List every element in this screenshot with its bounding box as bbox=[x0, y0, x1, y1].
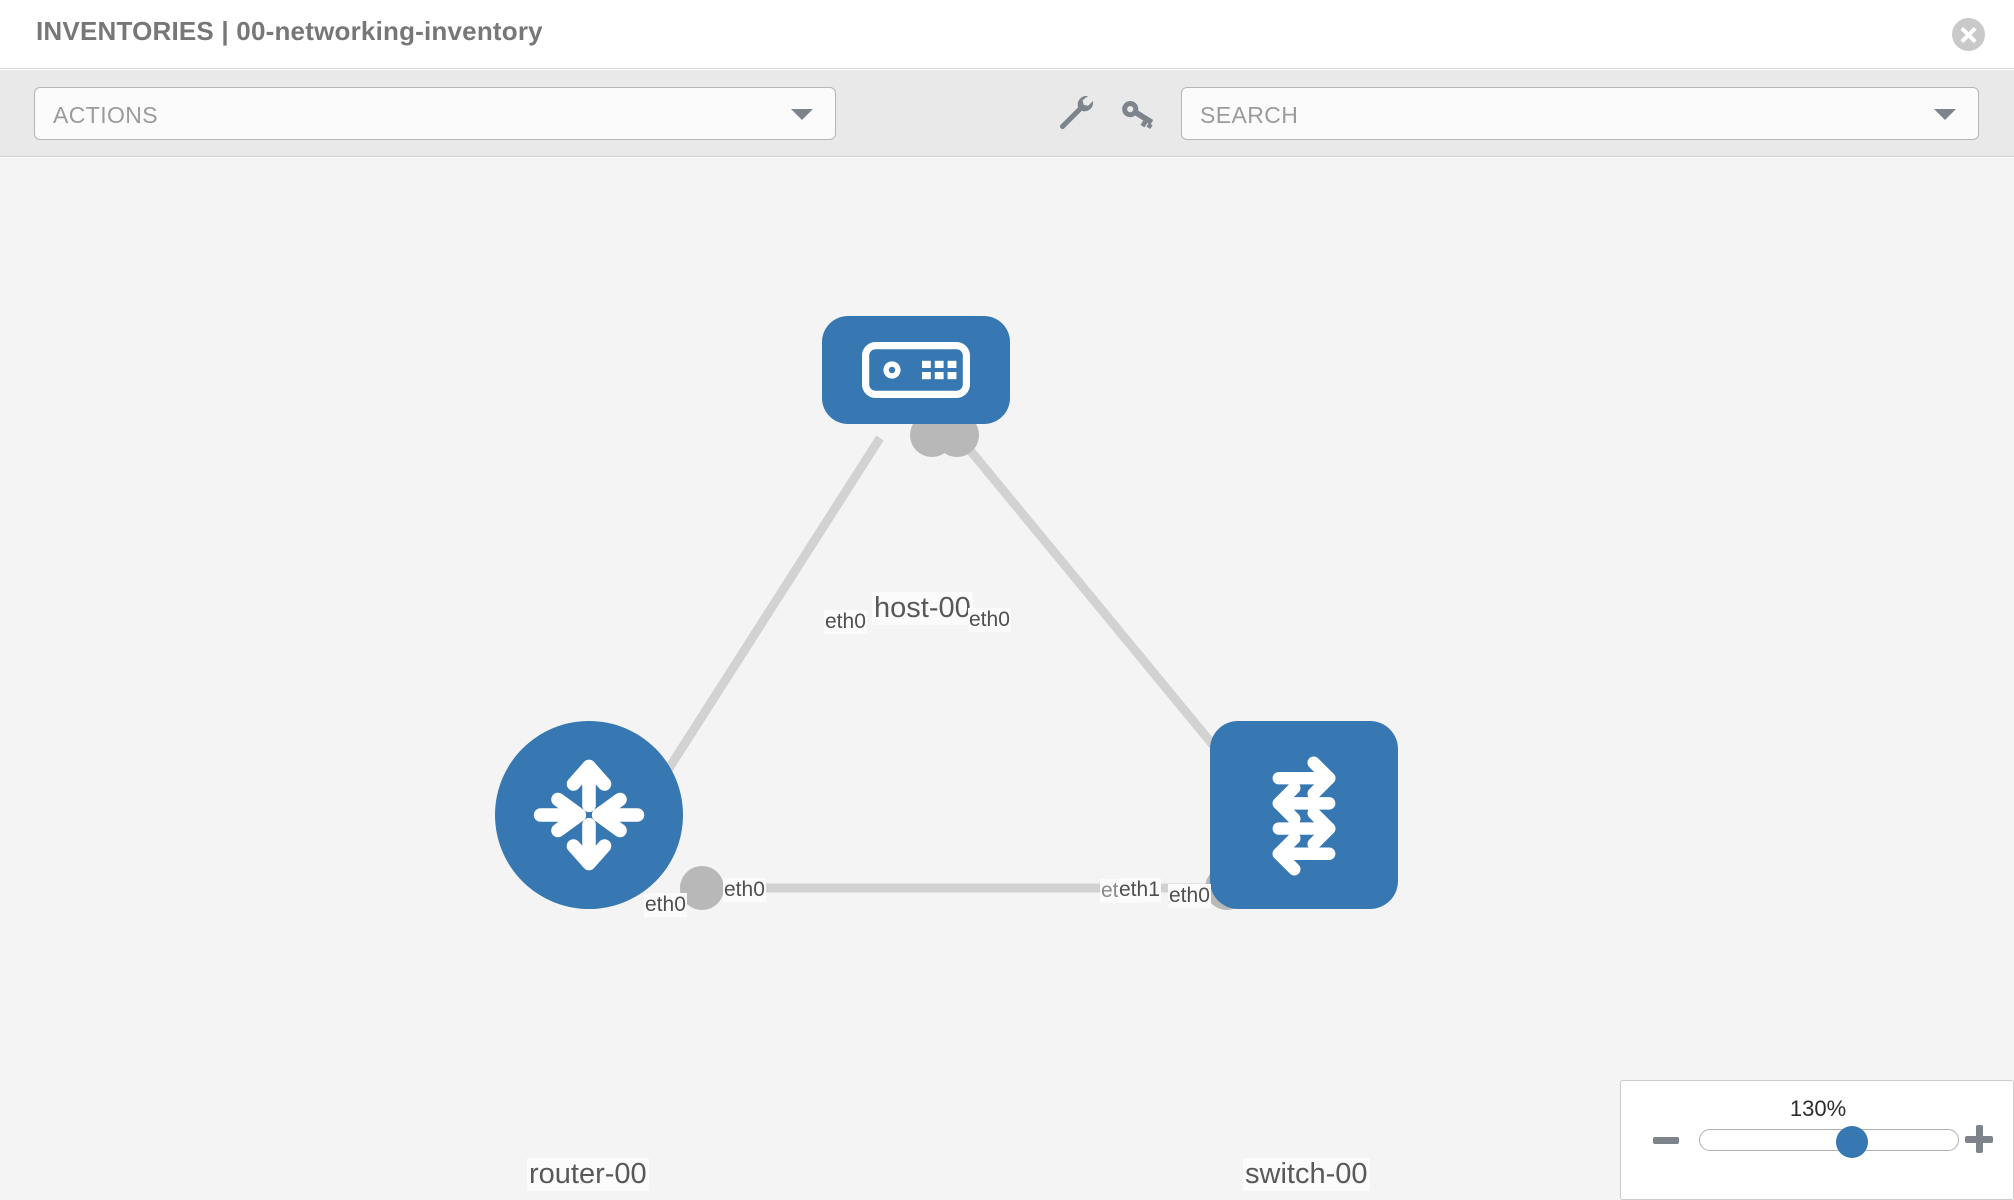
zoom-out-button[interactable] bbox=[1653, 1137, 1679, 1144]
link-host-switch[interactable] bbox=[956, 435, 1236, 771]
interface-label-host-right: eth0 bbox=[968, 608, 1011, 632]
key-icon-svg bbox=[1122, 101, 1154, 130]
actions-dropdown[interactable]: ACTIONS bbox=[34, 87, 836, 140]
link-host-router[interactable] bbox=[646, 435, 884, 801]
switch-arrows-icon bbox=[1210, 721, 1398, 909]
wrench-icon[interactable] bbox=[1046, 86, 1106, 142]
node-label-router-00: router-00 bbox=[527, 1158, 649, 1191]
chevron-down-icon bbox=[1934, 109, 1956, 120]
node-switch-00[interactable] bbox=[1210, 721, 1398, 909]
page-header: INVENTORIES | 00-networking-inventory bbox=[0, 0, 2014, 69]
server-icon-svg bbox=[862, 342, 970, 398]
interface-label-host-left: eth0 bbox=[824, 610, 867, 634]
router-arrows-icon bbox=[495, 721, 683, 909]
page-title: INVENTORIES | 00-networking-inventory bbox=[36, 16, 543, 46]
interface-label-switch-up: eth0 bbox=[1168, 884, 1211, 908]
wrench-icon-svg bbox=[1060, 95, 1094, 129]
topology-links bbox=[646, 435, 1236, 893]
search-input-placeholder: SEARCH bbox=[1200, 102, 1299, 128]
node-label-host-00: host-00 bbox=[872, 592, 973, 625]
chevron-down-icon bbox=[791, 109, 813, 120]
node-router-00-shape bbox=[495, 721, 683, 909]
interface-label-router-right: eth0 bbox=[723, 878, 766, 902]
zoom-slider-thumb[interactable] bbox=[1835, 1126, 1868, 1158]
actions-dropdown-label: ACTIONS bbox=[53, 102, 159, 128]
search-input[interactable]: SEARCH bbox=[1181, 87, 1979, 140]
topology-canvas[interactable]: host-00 eth0 eth0 bbox=[0, 158, 2014, 1200]
toolbar: ACTIONS bbox=[0, 70, 2014, 157]
zoom-level-label: 130% bbox=[1789, 1096, 1847, 1121]
zoom-in-button[interactable] bbox=[1965, 1125, 1993, 1153]
router-arrows-icon-svg bbox=[533, 759, 645, 871]
node-host-00-shape bbox=[822, 316, 1010, 424]
node-router-00[interactable] bbox=[495, 721, 683, 909]
toolbar-icon-group bbox=[1046, 86, 1206, 142]
interface-dot-router-right[interactable] bbox=[680, 866, 724, 910]
server-icon bbox=[822, 316, 1010, 424]
interface-label-router-up: eth0 bbox=[644, 893, 687, 917]
node-label-switch-00: switch-00 bbox=[1243, 1158, 1370, 1191]
interface-label-switch-left: eth1 bbox=[1118, 878, 1161, 902]
zoom-control-panel: 130% bbox=[1620, 1080, 2014, 1200]
close-icon[interactable] bbox=[1952, 18, 1985, 51]
switch-arrows-icon-svg bbox=[1272, 756, 1336, 876]
key-icon[interactable] bbox=[1108, 86, 1168, 142]
zoom-slider-track[interactable] bbox=[1699, 1129, 1959, 1151]
node-switch-00-shape bbox=[1210, 721, 1398, 909]
node-host-00[interactable] bbox=[822, 316, 1010, 424]
